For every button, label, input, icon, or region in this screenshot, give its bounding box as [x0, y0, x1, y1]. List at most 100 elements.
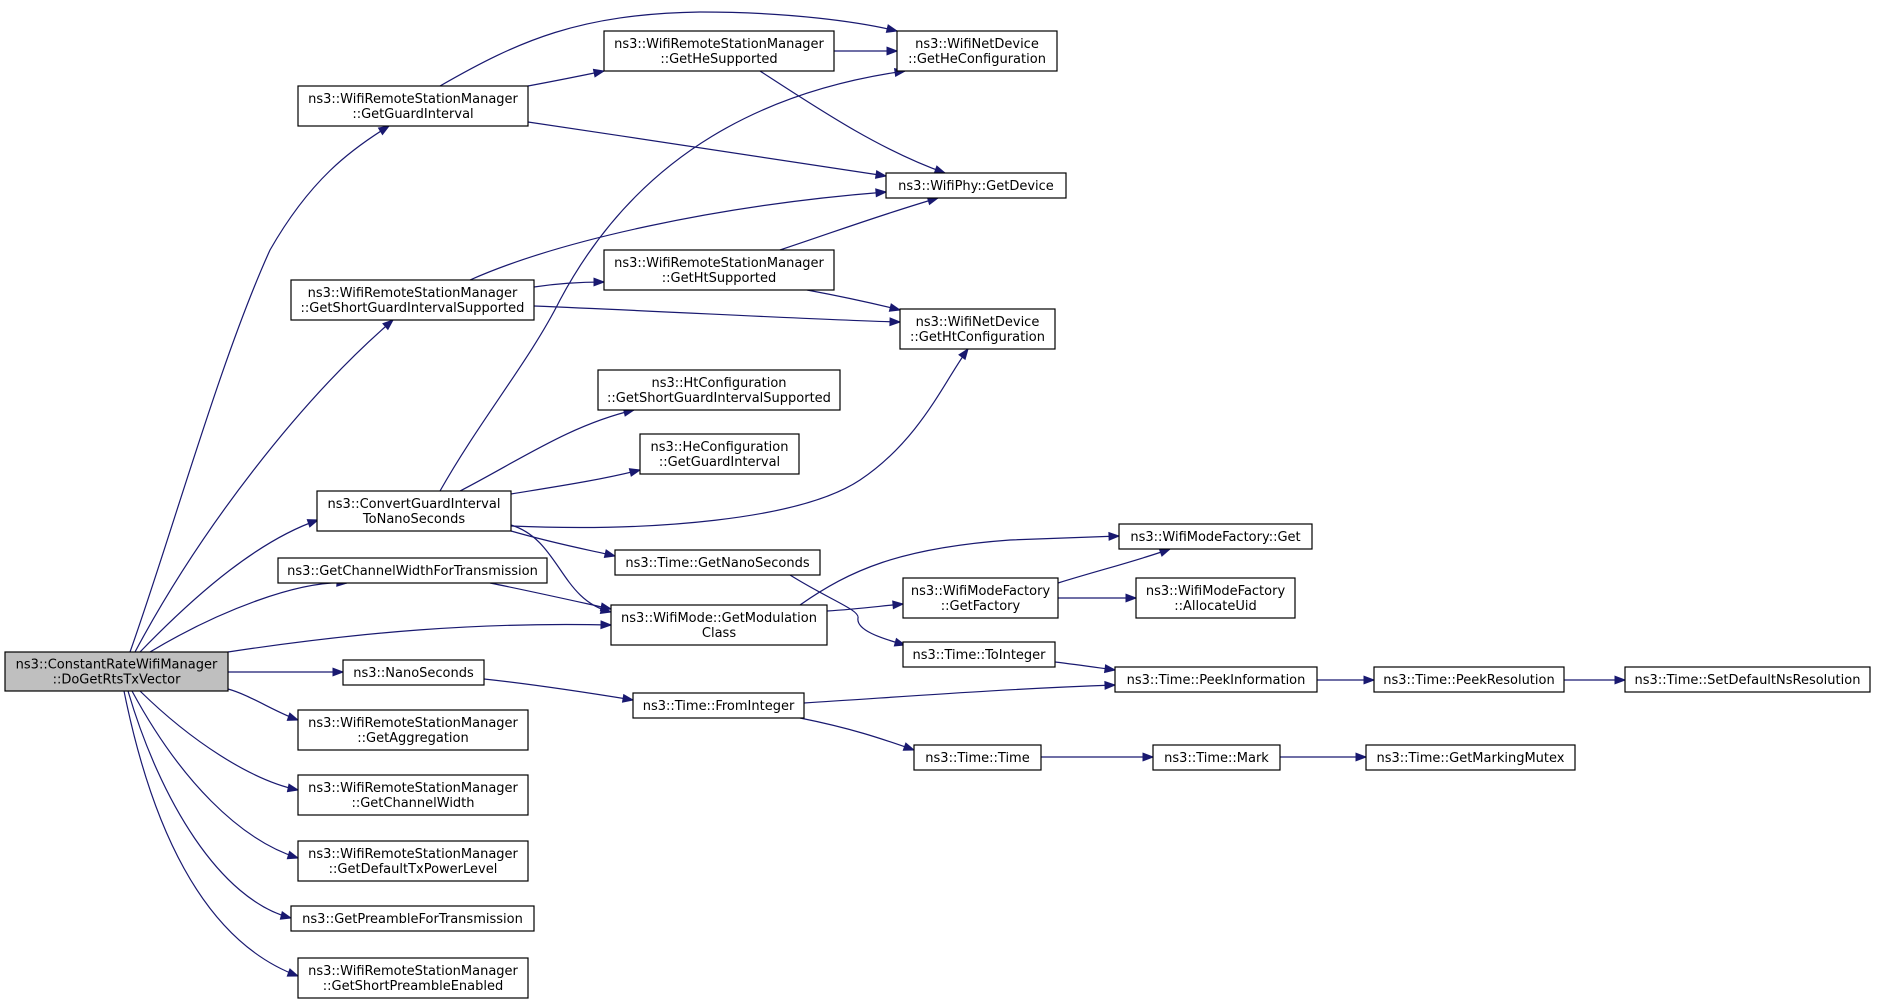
node-label: ns3::Time::SetDefaultNsResolution: [1635, 673, 1861, 688]
node-box: [614, 549, 821, 576]
node-gcw[interactable]: ns3::WifiRemoteStationManager::GetChanne…: [297, 774, 529, 816]
edge-arrowhead: [332, 667, 345, 677]
node-box: [610, 604, 828, 646]
node-box: [1373, 666, 1565, 693]
edge-arrowhead: [306, 519, 320, 528]
node-label: ::GetShortGuardIntervalSupported: [607, 391, 831, 406]
node-ghes[interactable]: ns3::WifiRemoteStationManager::GetHeSupp…: [603, 30, 835, 72]
node-label: ns3::Time::Mark: [1164, 751, 1269, 766]
node-label: ns3::Time::ToInteger: [912, 648, 1046, 663]
edge-line: [806, 289, 901, 311]
node-tt[interactable]: ns3::Time::Time: [913, 744, 1042, 771]
node-tgns[interactable]: ns3::Time::GetNanoSeconds: [614, 549, 821, 576]
edge-arrowhead: [628, 468, 642, 477]
node-hegi[interactable]: ns3::HeConfiguration::GetGuardInterval: [639, 433, 800, 475]
node-label: ::GetFactory: [941, 599, 1021, 614]
node-box: [902, 641, 1056, 668]
node-label: ns3::HeConfiguration: [651, 440, 789, 455]
node-box: [297, 774, 529, 816]
edge-line: [799, 535, 1120, 606]
node-wmfgf[interactable]: ns3::WifiModeFactory::GetFactory: [902, 577, 1059, 619]
edge-arrowhead: [593, 277, 606, 287]
node-label: ::GetGuardInterval: [659, 455, 780, 470]
node-box: [896, 30, 1058, 72]
node-label: ns3::WifiNetDevice: [916, 315, 1040, 330]
edge-root-to-gpft: [127, 690, 293, 920]
edge-line: [489, 582, 612, 610]
node-wmfget[interactable]: ns3::WifiModeFactory::Get: [1118, 523, 1313, 550]
node-gspe[interactable]: ns3::WifiRemoteStationManager::GetShortP…: [297, 957, 529, 999]
edge-arrowhead: [1108, 531, 1121, 541]
edge-arrowhead: [382, 319, 395, 331]
edge-tfi-to-tpi: [803, 680, 1117, 704]
node-box: [885, 172, 1067, 199]
edge-arrowhead: [1142, 752, 1155, 762]
node-tgmm[interactable]: ns3::Time::GetMarkingMutex: [1365, 744, 1576, 771]
node-label: ns3::GetChannelWidthForTransmission: [287, 564, 538, 579]
edge-cgi-to-hegi: [510, 468, 642, 495]
edge-arrowhead: [599, 602, 613, 612]
edge-root-to-gcwt: [149, 577, 349, 653]
node-gdev[interactable]: ns3::WifiPhy::GetDevice: [885, 172, 1067, 199]
edge-root-to-gcw: [139, 690, 300, 793]
edge-line: [149, 582, 348, 653]
node-gsgis[interactable]: ns3::WifiRemoteStationManager::GetShortG…: [290, 279, 535, 321]
node-tm[interactable]: ns3::Time::Mark: [1152, 744, 1281, 771]
edge-line: [803, 684, 1116, 704]
node-box: [1135, 577, 1296, 619]
edge-arrowhead: [889, 317, 902, 327]
node-tpi[interactable]: ns3::Time::PeekInformation: [1114, 666, 1318, 693]
edge-arrowhead: [286, 712, 300, 721]
node-htsgi[interactable]: ns3::HtConfiguration::GetShortGuardInter…: [597, 369, 841, 411]
edge-line: [227, 688, 299, 721]
node-label: ns3::WifiRemoteStationManager: [308, 286, 518, 301]
node-tti[interactable]: ns3::Time::ToInteger: [902, 641, 1056, 668]
node-gagg[interactable]: ns3::WifiRemoteStationManager::GetAggreg…: [297, 709, 529, 751]
edge-wmgmc-to-wmfgf: [826, 600, 905, 612]
node-gcwt[interactable]: ns3::GetChannelWidthForTransmission: [277, 557, 548, 584]
node-ghec[interactable]: ns3::WifiNetDevice::GetHeConfiguration: [896, 30, 1058, 72]
edge-line: [533, 305, 901, 323]
edge-line: [510, 469, 641, 495]
edge-line: [139, 519, 319, 653]
edge-cgi-to-ghtc: [510, 347, 969, 529]
node-tsdnr[interactable]: ns3::Time::SetDefaultNsResolution: [1624, 666, 1871, 693]
node-label: ::GetShortGuardIntervalSupported: [301, 301, 525, 316]
edge-tt-to-tm: [1041, 752, 1155, 762]
node-label: ns3::WifiModeFactory: [1146, 584, 1286, 599]
node-tfi[interactable]: ns3::Time::FromInteger: [632, 692, 805, 719]
node-wmfau[interactable]: ns3::WifiModeFactory::AllocateUid: [1135, 577, 1296, 619]
node-label: ns3::NanoSeconds: [353, 666, 474, 681]
node-label: ns3::WifiRemoteStationManager: [614, 37, 824, 52]
node-label: ns3::WifiRemoteStationManager: [308, 781, 518, 796]
node-ns[interactable]: ns3::NanoSeconds: [342, 659, 485, 686]
edge-arrowhead: [621, 693, 635, 703]
edge-arrowhead: [886, 46, 899, 56]
node-label: ::GetHeSupported: [660, 52, 777, 67]
edge-line: [129, 125, 390, 653]
node-label: ::GetGuardInterval: [352, 107, 473, 122]
edge-cgi-to-tgns: [510, 530, 617, 558]
node-gdtpl[interactable]: ns3::WifiRemoteStationManager::GetDefaul…: [297, 840, 529, 882]
edge-arrowhead: [1103, 664, 1117, 674]
node-label: ::AllocateUid: [1174, 599, 1256, 614]
node-root[interactable]: ns3::ConstantRateWifiManager::DoGetRtsTx…: [4, 651, 229, 692]
node-box: [1118, 523, 1313, 550]
node-ghts[interactable]: ns3::WifiRemoteStationManager::GetHtSupp…: [603, 249, 835, 291]
node-ghtc[interactable]: ns3::WifiNetDevice::GetHtConfiguration: [899, 308, 1056, 350]
edge-gcwt-to-wmgmc: [489, 582, 613, 612]
node-gpft[interactable]: ns3::GetPreambleForTransmission: [290, 905, 535, 932]
node-tpr[interactable]: ns3::Time::PeekResolution: [1373, 666, 1565, 693]
edge-arrowhead: [279, 911, 293, 920]
node-ggi[interactable]: ns3::WifiRemoteStationManager::GetGuardI…: [297, 85, 529, 127]
node-label: ns3::Time::GetNanoSeconds: [625, 556, 810, 571]
node-box: [1624, 666, 1871, 693]
node-label: ::GetChannelWidth: [351, 796, 474, 811]
edge-wmfgf-to-wmfau: [1058, 593, 1138, 603]
node-box: [297, 85, 529, 127]
edge-root-to-gsgis: [134, 319, 395, 653]
node-label: ns3::Time::PeekResolution: [1383, 673, 1554, 688]
